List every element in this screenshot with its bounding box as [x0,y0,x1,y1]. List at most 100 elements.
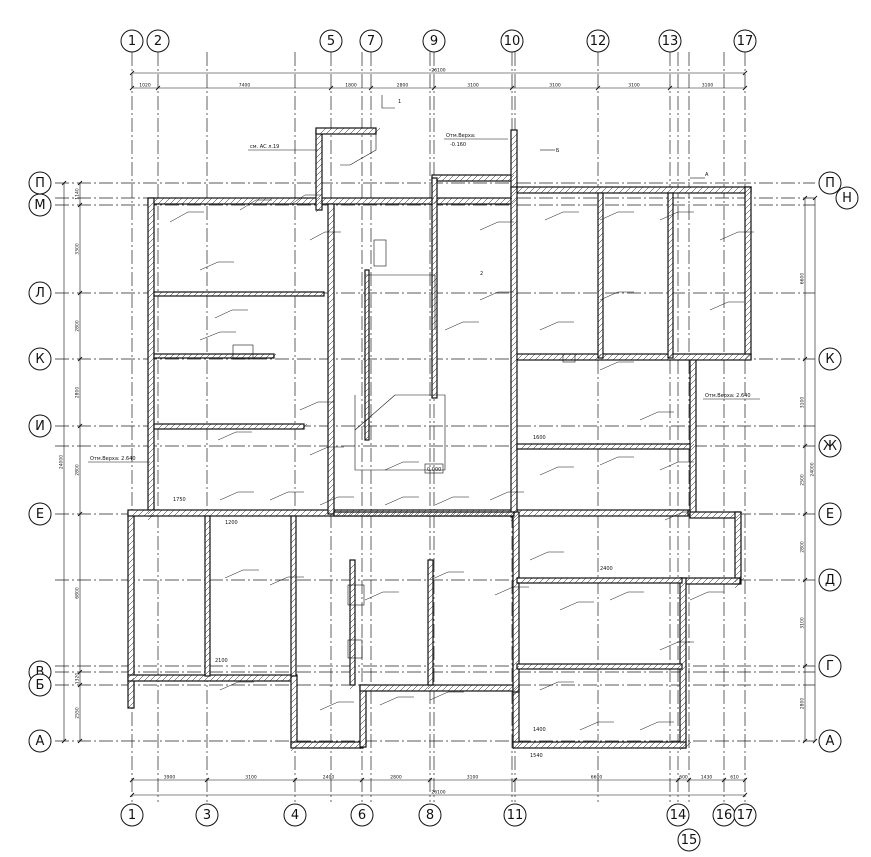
hatch-mark [290,669,297,676]
hatch-mark [359,706,367,714]
hatch-mark [510,370,518,378]
leader-line [609,591,629,601]
hatch-mark [634,443,641,450]
hatch-mark [289,197,297,205]
grid-bubble-circle [120,803,144,827]
leader-line [659,211,679,221]
hatch-mark [510,256,518,264]
hatch-mark [679,599,687,607]
hatch-mark [653,509,661,517]
hatch-mark [290,651,297,658]
hatch-mark [364,399,370,405]
hatch-mark [204,567,211,574]
dim-label: 2800 [397,83,409,89]
dim-1200-label: 1200 [225,520,238,526]
hatch-mark [147,243,155,251]
hatch-mark [147,315,155,323]
hatch-mark [431,223,438,230]
hatch-mark [147,333,155,341]
hatch-mark [311,509,319,517]
hatch-mark [127,647,135,655]
hatch-mark [522,741,530,749]
hatch-mark [199,353,205,359]
hatch-mark [744,268,752,276]
hatch-mark [204,585,211,592]
hatch-mark [512,694,520,702]
wall-col8-lower [427,559,434,686]
hatch-mark [679,665,687,673]
hatch-mark [713,577,721,585]
hatch-mark [744,274,752,282]
hatch-mark [407,509,415,517]
hatch-mark [427,629,434,636]
grid-bubble-bottom-4: 4 [283,803,307,827]
hatch-mark [516,186,524,194]
hatch-mark [290,549,297,556]
hatch-mark [431,265,438,272]
hatch-mark [510,454,518,462]
hatch-mark [327,273,335,281]
hatch-mark [290,591,297,598]
hatch-mark [293,509,301,517]
hatch-mark [431,289,438,296]
hatch-mark [163,291,169,297]
hatch-mark [397,197,405,205]
hatch-mark [544,577,551,584]
hatch-mark [689,408,697,416]
grid-bubble-circle [28,414,52,438]
hatch-mark [431,367,438,374]
hatch-mark [423,684,431,692]
hatch-mark [604,663,611,670]
hatch-mark [349,587,356,594]
hatch-mark [204,645,211,652]
hatch-mark [327,267,335,275]
hatch-mark [427,683,434,690]
hatch-mark [606,353,614,361]
hatch-mark [147,267,155,275]
hatch-mark [489,174,497,182]
hatch-mark [510,460,518,468]
hatch-mark [349,511,355,517]
hatch-mark [737,577,745,585]
hatch-mark [327,363,335,371]
hatch-mark [277,423,284,430]
hatch-mark [586,663,593,670]
hatch-mark [545,509,553,517]
hatch-mark [290,531,297,538]
hatch-mark [147,231,155,239]
hatch-mark [499,197,507,205]
hatch-mark [204,543,211,550]
grid-bubble-circle [818,729,842,753]
dim-tick [328,85,334,91]
dim-tick [77,682,83,688]
hatch-mark [744,280,752,288]
hatch-mark [600,186,608,194]
hatch-mark [469,197,477,205]
hatch-mark [327,285,335,293]
hatch-mark [283,197,291,205]
grid-bubble-bottom-14: 14 [666,803,690,827]
grid-bubble-circle [28,502,52,526]
hatch-mark [415,511,421,517]
dim-tick [359,777,365,783]
hatch-mark [364,291,370,297]
grid-bubble-circle [359,29,383,53]
hatch-mark [546,741,554,749]
hatch-mark [397,511,403,517]
hatch-mark [616,577,623,584]
hatch-mark [431,247,438,254]
hatch-mark [597,214,604,221]
hatch-mark [689,498,697,506]
hatch-mark [147,303,155,311]
wall-hatching [127,127,752,752]
hatch-mark [744,202,752,210]
hatch-mark [147,321,155,329]
hatch-mark [227,674,235,682]
hatch-mark [667,238,674,245]
hatch-mark [539,509,547,517]
hatch-mark [723,511,731,519]
hatch-mark [479,509,487,517]
hatch-mark [652,577,659,584]
hatch-mark [667,346,674,353]
hatch-mark [696,353,704,361]
